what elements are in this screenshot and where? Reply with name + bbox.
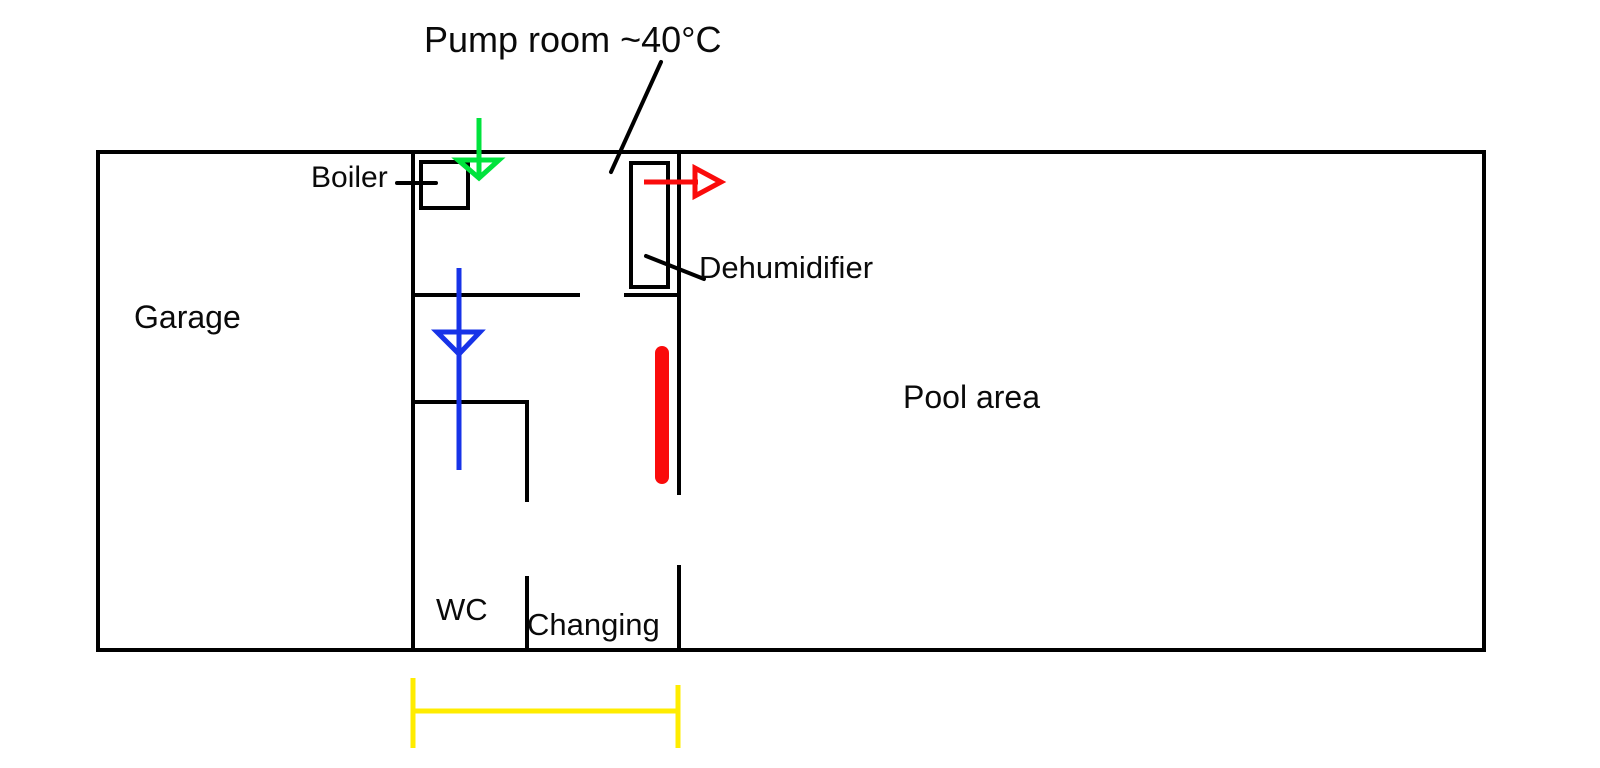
changing-room-label: Changing <box>527 607 660 642</box>
blue-down-arrow-head <box>430 329 486 358</box>
boiler-label: Boiler <box>311 161 388 194</box>
blue-down-arrow <box>430 268 486 470</box>
green-down-arrow-head <box>451 157 506 182</box>
leader-lines-group <box>395 60 706 281</box>
yellow-dimension-bracket <box>410 678 681 748</box>
dehumidifier-leader-line <box>644 254 706 281</box>
walls-group <box>96 150 1486 652</box>
pump-room-leader-line <box>609 60 663 174</box>
wc-label: WC <box>436 592 488 627</box>
pool-area-label: Pool area <box>903 379 1040 415</box>
red-right-arrow <box>644 163 727 201</box>
green-down-arrow <box>451 118 506 182</box>
outer-wall <box>96 150 1486 652</box>
garage-label: Garage <box>134 299 241 335</box>
dehumidifier-box <box>629 161 670 289</box>
dehumidifier-label: Dehumidifier <box>699 250 874 285</box>
red-right-arrow-head <box>692 163 727 201</box>
pump-room-label: Pump room ~40°C <box>424 19 722 60</box>
